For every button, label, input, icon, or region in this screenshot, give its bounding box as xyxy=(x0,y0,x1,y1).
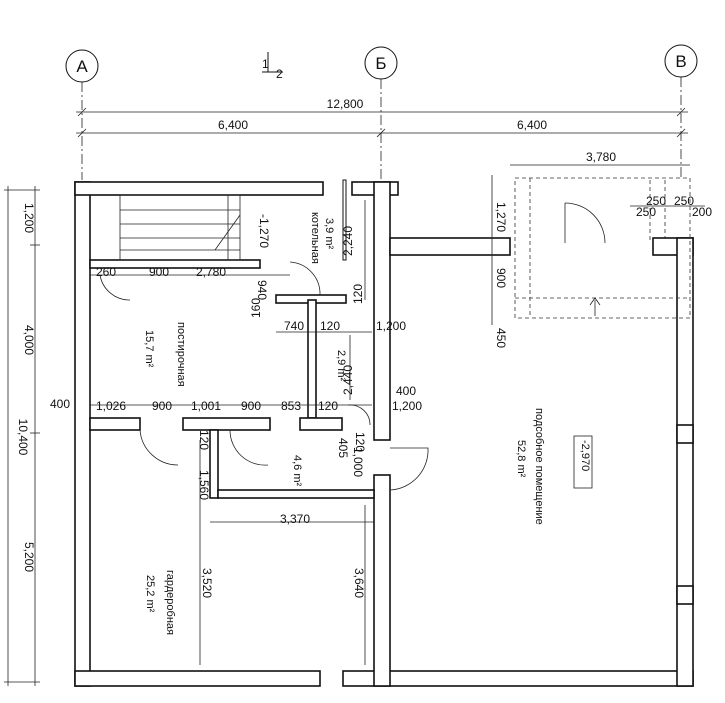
svg-text:1,200: 1,200 xyxy=(22,203,36,233)
left-dimensions: 10,400 1,200 4,000 5,200 400 xyxy=(4,186,70,686)
svg-text:3,520: 3,520 xyxy=(200,568,214,598)
svg-text:1,026: 1,026 xyxy=(96,399,126,413)
svg-text:900: 900 xyxy=(152,399,172,413)
svg-text:120: 120 xyxy=(353,432,367,452)
porch xyxy=(491,175,691,325)
svg-text:120: 120 xyxy=(351,284,365,304)
svg-text:4,6 m²: 4,6 m² xyxy=(291,455,303,487)
svg-text:3,370: 3,370 xyxy=(280,512,310,526)
svg-text:15,7 m²: 15,7 m² xyxy=(143,330,155,368)
utility-level: -2,970 xyxy=(579,440,591,471)
internal-dimension-lines xyxy=(90,200,374,665)
svg-text:2,9 m²: 2,9 m² xyxy=(335,350,347,382)
svg-text:3,9 m²: 3,9 m² xyxy=(323,218,335,250)
room-boiler: котельная 3,9 m² xyxy=(309,212,335,264)
svg-text:2,240: 2,240 xyxy=(341,226,355,256)
axis-marker-b: Б xyxy=(364,46,398,180)
svg-text:260: 260 xyxy=(96,265,116,279)
axis-marker-a: А xyxy=(65,49,99,180)
dim-total-width: 12,800 xyxy=(327,97,364,111)
svg-text:250: 250 xyxy=(646,194,666,208)
svg-text:А: А xyxy=(76,57,88,76)
svg-text:5,200: 5,200 xyxy=(22,542,36,572)
svg-text:200: 200 xyxy=(692,205,712,219)
svg-text:2,780: 2,780 xyxy=(196,265,226,279)
svg-text:1,200: 1,200 xyxy=(376,319,406,333)
svg-text:853: 853 xyxy=(281,399,301,413)
svg-text:900: 900 xyxy=(494,268,508,288)
axis-marker-c: В xyxy=(664,44,698,180)
svg-text:1,560: 1,560 xyxy=(197,470,211,500)
svg-text:Б: Б xyxy=(375,54,386,73)
svg-text:900: 900 xyxy=(149,265,169,279)
interior-walls xyxy=(89,179,375,499)
room-wardrobe: гардеробная 25,2 m² xyxy=(144,570,176,635)
svg-text:120: 120 xyxy=(197,430,211,450)
svg-text:котельная: котельная xyxy=(309,212,321,264)
svg-text:450: 450 xyxy=(494,328,508,348)
svg-text:400: 400 xyxy=(396,384,416,398)
dim-left-width: 6,400 xyxy=(218,118,248,132)
room-laundry: постирочная 15,7 m² xyxy=(143,322,187,387)
svg-text:900: 900 xyxy=(241,399,261,413)
svg-text:25,2 m²: 25,2 m² xyxy=(144,575,156,613)
svg-text:52,8 m²: 52,8 m² xyxy=(515,440,527,478)
svg-text:постирочная: постирочная xyxy=(175,322,187,387)
dim-right-width: 6,400 xyxy=(517,118,547,132)
section-mark: 1 2 xyxy=(262,52,283,81)
room-small: 4,6 m² xyxy=(291,455,303,487)
svg-text:подсобное помещение: подсобное помещение xyxy=(533,408,545,525)
svg-text:940: 940 xyxy=(255,280,269,300)
svg-text:10,400: 10,400 xyxy=(16,419,30,456)
svg-text:1,270: 1,270 xyxy=(494,202,508,232)
inner-dimension-texts: 260 900 2,780 940 160 740 120 1,200 2,24… xyxy=(96,202,508,598)
svg-text:1,001: 1,001 xyxy=(191,399,221,413)
room-utility: подсобное помещение 52,8 m² -2,970 xyxy=(515,408,593,525)
svg-text:3,640: 3,640 xyxy=(352,568,366,598)
room-corridor: 2,9 m² xyxy=(335,350,347,382)
svg-text:250: 250 xyxy=(636,205,656,219)
svg-text:2,440: 2,440 xyxy=(341,365,355,395)
svg-text:гардеробная: гардеробная xyxy=(164,570,176,635)
svg-text:405: 405 xyxy=(336,438,350,458)
svg-text:740: 740 xyxy=(284,319,304,333)
svg-text:-1,270: -1,270 xyxy=(257,214,271,248)
svg-text:1,200: 1,200 xyxy=(392,399,422,413)
exterior-walls xyxy=(74,181,694,687)
svg-text:В: В xyxy=(675,52,686,71)
svg-text:4,000: 4,000 xyxy=(22,325,36,355)
svg-text:160: 160 xyxy=(249,298,263,318)
svg-text:400: 400 xyxy=(50,397,70,411)
room-labels: котельная 3,9 m² постирочная 15,7 m² 2,9… xyxy=(143,212,593,635)
dim-porch-width: 3,780 xyxy=(586,150,616,164)
top-dimensions: 12,800 6,400 6,400 3,780 250 250 250 200 xyxy=(76,97,712,240)
svg-text:120: 120 xyxy=(320,319,340,333)
svg-text:120: 120 xyxy=(318,399,338,413)
svg-text:1: 1 xyxy=(262,57,269,71)
stairs xyxy=(119,194,241,261)
svg-text:1,000: 1,000 xyxy=(351,447,365,477)
svg-text:250: 250 xyxy=(674,194,694,208)
svg-text:2: 2 xyxy=(276,67,283,81)
